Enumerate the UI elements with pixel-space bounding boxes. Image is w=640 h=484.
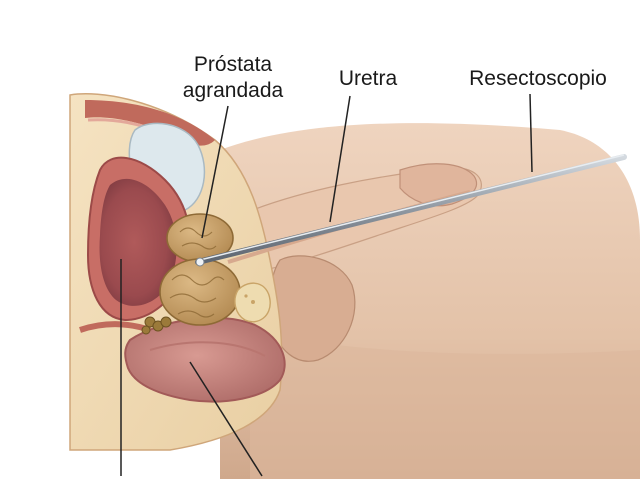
leader-prostate [201, 105, 229, 239]
resectoscope [195, 154, 627, 265]
label-prostate-line1: Próstata [193, 53, 273, 76]
label-resectoscope: Resectoscopio [469, 67, 607, 90]
label-prostate-line2: agrandada [182, 79, 284, 102]
thigh-lower [250, 330, 640, 479]
leader-lines [120, 93, 533, 477]
seminal-vesicle [141, 316, 172, 335]
leader-resectoscope [529, 93, 533, 173]
label-prostate: Próstata agrandada [168, 52, 298, 104]
leader-urethra [329, 95, 351, 223]
label-urethra: Uretra [338, 67, 398, 90]
leader-rectum [189, 361, 263, 477]
prostate-texture [169, 227, 225, 318]
bladder-lumen [99, 178, 177, 306]
